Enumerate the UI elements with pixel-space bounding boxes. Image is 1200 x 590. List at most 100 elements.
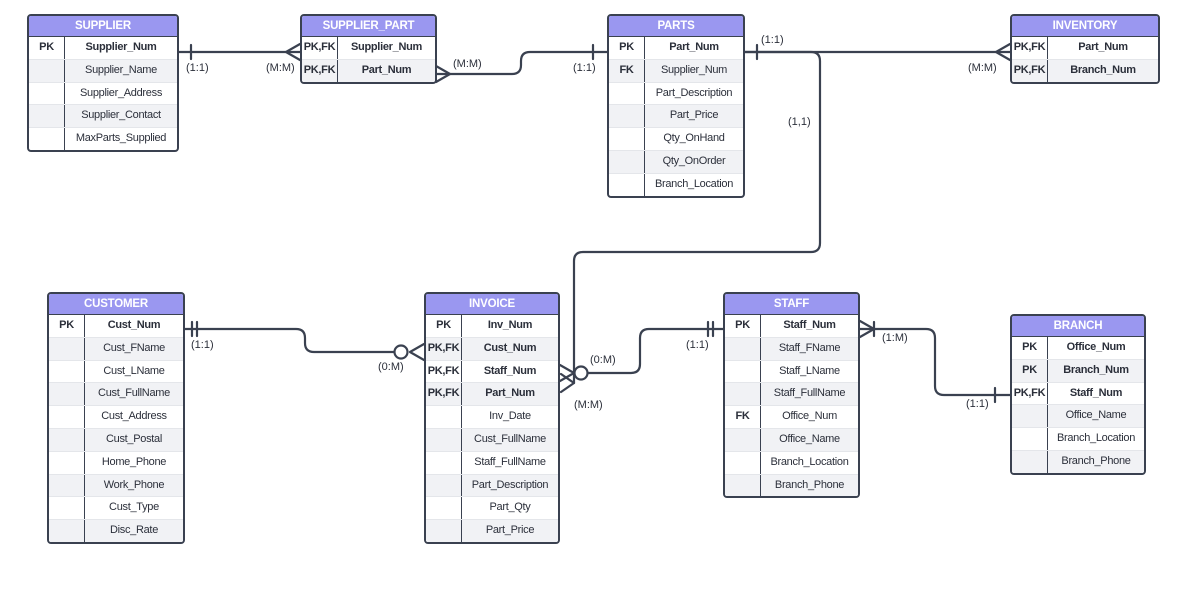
attribute-name: Cust_Num	[483, 341, 537, 354]
attribute-name: Cust_FName	[103, 341, 165, 354]
attribute-name: Branch_Location	[770, 455, 849, 468]
attribute-name: Staff_FullName	[474, 455, 546, 468]
key-type: PK	[1012, 337, 1048, 359]
key-type: PK	[609, 37, 645, 59]
key-type	[725, 337, 761, 360]
attribute-row[interactable]: Part_Qty	[426, 497, 558, 521]
attribute-row[interactable]: Branch_Location	[609, 173, 743, 196]
attribute-row[interactable]: Part_Price	[426, 520, 558, 542]
attribute-row[interactable]: Office_Name	[725, 428, 858, 452]
attribute-row[interactable]: Cust_FullName	[426, 428, 558, 452]
cardinality-label: (1,1)	[788, 116, 811, 128]
attribute-row[interactable]: Cust_LName	[49, 360, 183, 384]
attribute-row[interactable]: Branch_Phone	[725, 474, 858, 497]
attribute-name: Office_Num	[782, 410, 837, 423]
key-type: PK,FK	[1012, 59, 1048, 82]
connector-staff-branch	[858, 327, 1012, 397]
key-type	[725, 474, 761, 497]
attribute-row[interactable]: Staff_FName	[725, 337, 858, 361]
attribute-row[interactable]: Part_Price	[609, 105, 743, 129]
attribute-name: Part_Price	[669, 109, 719, 122]
key-type: FK	[725, 406, 761, 428]
attribute-name: Part_Description	[471, 478, 549, 491]
attribute-row[interactable]: Staff_FullName	[725, 383, 858, 407]
key-type: PK,FK	[1012, 37, 1048, 59]
attribute-row[interactable]: Cust_FName	[49, 337, 183, 361]
attribute-row[interactable]: Disc_Rate	[49, 520, 183, 542]
attribute-row[interactable]: Qty_OnHand	[609, 128, 743, 151]
attribute-row[interactable]: Part_Description	[426, 474, 558, 498]
attribute-row[interactable]: PK Office_Num	[1012, 337, 1144, 360]
attribute-name: Work_Phone	[103, 478, 165, 491]
attribute-name: Staff_LName	[779, 364, 840, 377]
key-type: PK	[426, 315, 462, 337]
attribute-row[interactable]: Branch_Location	[1012, 428, 1144, 451]
attribute-name: Branch_Location	[654, 177, 734, 190]
cardinality-label: (1:M)	[882, 332, 908, 344]
zero-circle-customer	[393, 344, 409, 360]
attribute-row[interactable]: Supplier_Address	[29, 82, 177, 106]
attribute-row[interactable]: Work_Phone	[49, 474, 183, 498]
attribute-row[interactable]: Qty_OnOrder	[609, 150, 743, 174]
key-type: PK,FK	[426, 337, 462, 360]
attribute-row[interactable]: Branch_Phone	[1012, 450, 1144, 473]
attribute-row[interactable]: Cust_FullName	[49, 383, 183, 407]
attribute-row[interactable]: Supplier_Contact	[29, 105, 177, 129]
cardinality-label: (0:M)	[378, 361, 404, 373]
attribute-row[interactable]: Cust_Postal	[49, 428, 183, 452]
connector-supplierpart-parts	[434, 50, 609, 76]
attribute-name: Supplier_Address	[79, 86, 163, 99]
attribute-name: Office_Num	[1066, 341, 1126, 353]
attribute-row[interactable]: Part_Description	[609, 82, 743, 106]
key-type	[609, 173, 645, 196]
attribute-row[interactable]: Supplier_Name	[29, 59, 177, 83]
attribute-row[interactable]: Cust_Address	[49, 406, 183, 429]
attribute-row[interactable]: Branch_Location	[725, 451, 858, 475]
cardinality-label: (M:M)	[453, 58, 482, 70]
key-type	[29, 59, 65, 82]
attribute-row[interactable]: MaxParts_Supplied	[29, 128, 177, 150]
attribute-row[interactable]: Inv_Date	[426, 406, 558, 429]
attribute-row[interactable]: Staff_FullName	[426, 451, 558, 475]
attribute-row[interactable]: FK Office_Num	[725, 406, 858, 429]
attribute-row[interactable]: Staff_LName	[725, 360, 858, 384]
attribute-name: Supplier_Name	[85, 63, 157, 76]
key-type: PK	[29, 37, 65, 59]
attribute-row[interactable]: Home_Phone	[49, 451, 183, 475]
key-type	[1012, 428, 1048, 450]
attribute-row[interactable]: PK,FK Cust_Num	[426, 337, 558, 361]
crowsfoot-supplierpart-parts	[434, 64, 452, 84]
entity-title: SUPPLIER_PART	[302, 16, 435, 37]
key-type	[29, 82, 65, 105]
attribute-row[interactable]: Office_Name	[1012, 405, 1144, 429]
attribute-name: Part_Qty	[489, 501, 531, 514]
key-type	[426, 406, 462, 428]
attribute-row[interactable]: Cust_Type	[49, 497, 183, 521]
